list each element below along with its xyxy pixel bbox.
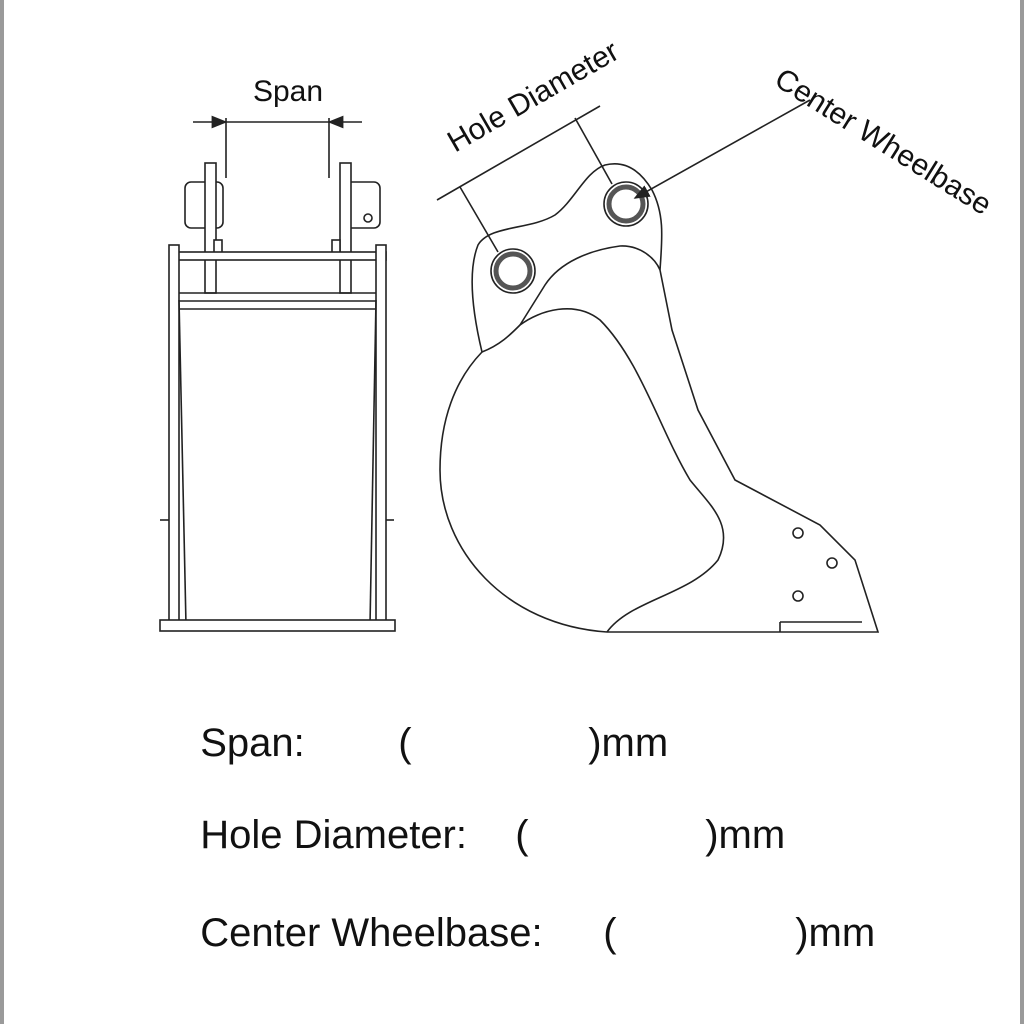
- hole-diameter-label: Hole Diameter: [442, 35, 625, 159]
- span-label: Span: [253, 75, 323, 108]
- rear-pin: [490, 248, 536, 294]
- span-row: Span: ( )mm: [178, 676, 668, 766]
- center-wheelbase-row-unit: )mm: [795, 911, 876, 955]
- center-wheelbase-label: Center Wheelbase: [769, 62, 997, 222]
- front-pin: [603, 181, 649, 227]
- front-view: [159, 115, 396, 632]
- bolt-hole-2: [826, 557, 838, 569]
- right-boss-hole: [363, 213, 373, 223]
- center-wheelbase-leader: [633, 99, 811, 199]
- hole-diameter-row-open-paren: (: [515, 813, 529, 857]
- left-border: [0, 0, 4, 1024]
- bolt-hole-1: [792, 527, 804, 539]
- right-border: [1020, 0, 1024, 1024]
- span-dimension: [193, 115, 362, 178]
- span-row-label: Span:: [200, 721, 305, 765]
- center-wheelbase-row-open-paren: (: [603, 911, 617, 955]
- center-wheelbase-row-label: Center Wheelbase:: [200, 911, 543, 955]
- top-cross-plate: [169, 251, 387, 261]
- right-ear-plate: [339, 162, 352, 294]
- center-wheelbase-row: Center Wheelbase: ( )mm: [178, 866, 875, 956]
- hole-diameter-row-unit: )mm: [705, 813, 786, 857]
- bucket-inner-contour: [481, 308, 725, 633]
- hole-diameter-dimension: [436, 105, 613, 253]
- bolt-hole-3: [792, 590, 804, 602]
- hole-diameter-row: Hole Diameter: ( )mm: [178, 768, 785, 858]
- left-side-wall: [168, 244, 180, 631]
- hole-diameter-row-label: Hole Diameter:: [200, 813, 467, 857]
- bottom-plate: [159, 619, 396, 632]
- bucket-outline: [439, 163, 880, 633]
- left-ear-plate: [204, 162, 217, 294]
- side-view: [436, 99, 880, 633]
- span-row-open-paren: (: [398, 721, 412, 765]
- right-side-wall: [375, 244, 387, 631]
- left-pin-boss: [184, 181, 224, 229]
- span-row-unit: )mm: [588, 721, 669, 765]
